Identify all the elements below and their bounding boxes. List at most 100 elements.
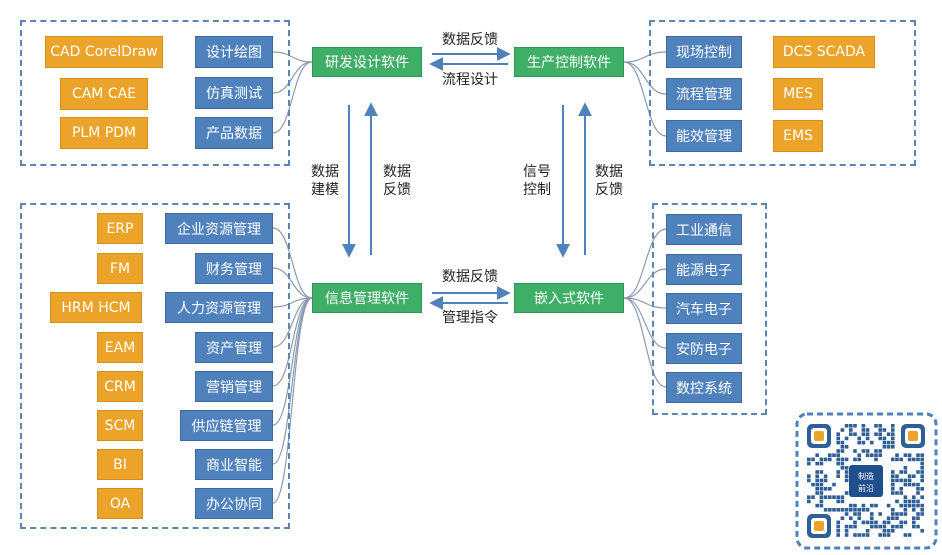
qr-module (819, 503, 824, 508)
tag-cam-cae: CAM CAE (60, 78, 148, 110)
prod-frame (649, 20, 916, 166)
qr-module (828, 487, 832, 491)
qr-module (907, 478, 912, 483)
qr-module (853, 449, 857, 453)
hub-rd-software: 研发设计软件 (312, 47, 422, 77)
tag-crm: CRM (97, 371, 143, 402)
qr-module (903, 503, 908, 508)
qr-module (836, 474, 840, 478)
connector-rd-0 (272, 51, 313, 63)
qr-module (882, 436, 887, 441)
qr-module (819, 491, 824, 495)
qr-module (916, 487, 920, 491)
qr-module (895, 512, 899, 516)
qr-module (832, 482, 836, 487)
flow-label-right-up: 数据 反馈 (595, 164, 623, 198)
connector-prod-0 (623, 51, 667, 63)
embedded-item-cnc-system: 数控系统 (666, 372, 742, 403)
info-item-office: 办公协同 (195, 488, 273, 519)
qr-module (844, 533, 849, 537)
qr-module (815, 461, 819, 466)
qr-module (874, 453, 878, 457)
qr-module (916, 453, 920, 457)
qr-module (895, 474, 899, 478)
qr-module (891, 457, 895, 462)
qr-module (870, 520, 874, 525)
info-item-supply-chain: 供应链管理 (180, 410, 273, 441)
qr-module (874, 424, 878, 428)
qr-module (823, 508, 828, 512)
qr-module (844, 470, 849, 474)
qr-module (807, 478, 811, 483)
qr-module (853, 512, 857, 516)
qr-module (836, 440, 840, 445)
qr-module (811, 495, 815, 499)
qr-module (912, 499, 916, 504)
qr-module (857, 512, 861, 516)
connector-embedded-2 (623, 297, 667, 309)
connector-info-7 (272, 297, 313, 504)
qr-module (819, 470, 824, 474)
qr-module (870, 524, 874, 529)
connector-prod-2 (623, 61, 667, 137)
qr-module (895, 457, 899, 462)
info-item-asset: 资产管理 (195, 332, 273, 363)
connector-rd-1 (272, 61, 313, 94)
connector-embedded-0 (623, 228, 667, 299)
qr-module (874, 520, 878, 525)
qr-module (844, 529, 849, 533)
qr-module (891, 491, 895, 495)
qr-module (870, 440, 874, 445)
qr-module (819, 482, 824, 487)
qr-module (895, 499, 899, 504)
qr-module (811, 457, 815, 462)
qr-module (861, 440, 866, 445)
qr-module (882, 445, 887, 449)
qr-module (886, 440, 891, 445)
qr-module (865, 453, 870, 457)
qr-module (836, 508, 840, 512)
qr-module (840, 461, 845, 466)
qr-module (857, 533, 861, 537)
qr-module (878, 436, 882, 441)
qr-module (891, 445, 895, 449)
qr-module (891, 428, 895, 432)
qr-module (861, 508, 866, 512)
qr-module (886, 445, 891, 449)
qr-module (811, 482, 815, 487)
qr-logo-line-2: 前沿 (858, 483, 874, 493)
qr-module (878, 453, 882, 457)
qr-module (899, 478, 903, 483)
info-item-finance: 财务管理 (195, 253, 273, 284)
qr-module (832, 508, 836, 512)
qr-module (891, 487, 895, 491)
qr-module (882, 520, 887, 525)
connector-info-1 (272, 267, 313, 299)
qr-module (853, 508, 857, 512)
qr-module (891, 424, 895, 428)
qr-module (912, 524, 916, 529)
connector-embedded-3 (623, 297, 667, 349)
hub-info-management-software: 信息管理软件 (312, 283, 422, 313)
qr-module (903, 482, 908, 487)
tag-dcs-scada: DCS SCADA (773, 36, 875, 68)
tag-erp: ERP (97, 213, 143, 244)
qr-module (828, 508, 832, 512)
qr-module (912, 482, 916, 487)
qr-module (849, 424, 853, 428)
qr-module (849, 432, 853, 436)
qr-module (836, 524, 840, 529)
qr-module (853, 520, 857, 525)
qr-module (895, 516, 899, 520)
flow-label-top-upper: 数据反馈 (442, 32, 498, 48)
qr-module (853, 524, 857, 529)
qr-module (857, 440, 861, 445)
qr-module (870, 512, 874, 516)
qr-module (874, 432, 878, 436)
qr-module (878, 512, 882, 516)
qr-module (895, 524, 899, 529)
qr-module (916, 524, 920, 529)
qr-module (891, 482, 895, 487)
qr-module (865, 428, 870, 432)
